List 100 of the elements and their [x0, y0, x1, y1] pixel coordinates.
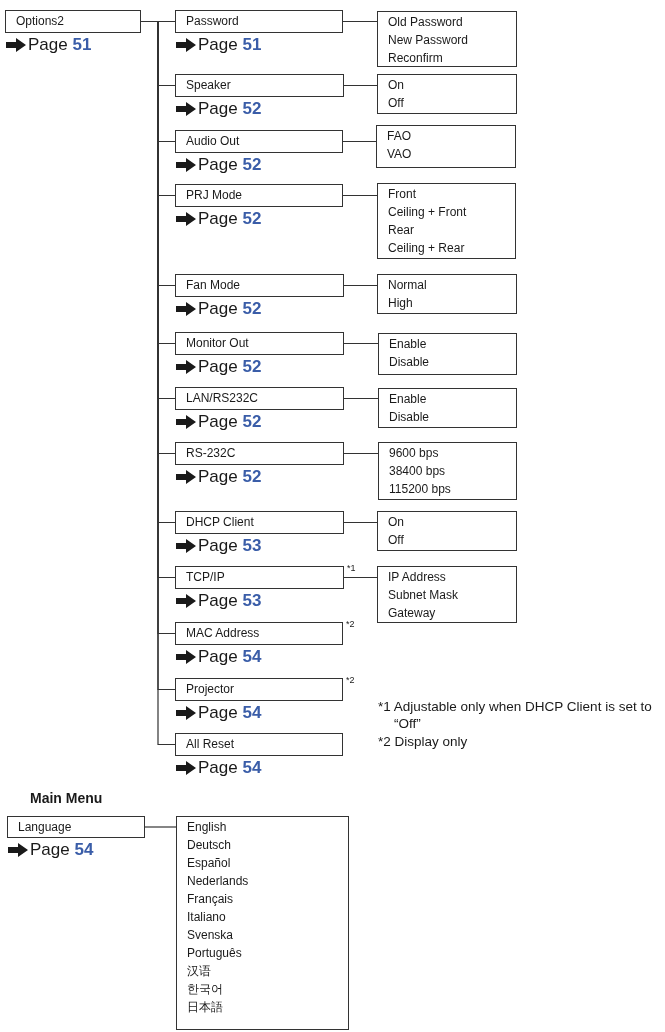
section-heading: Main Menu	[30, 790, 104, 807]
option-value: FAO	[387, 128, 411, 145]
footnote-mark: *2	[346, 675, 355, 685]
option-value: Reconfirm	[388, 50, 443, 67]
page-reference: Page 54	[198, 758, 262, 778]
options-list-box	[176, 816, 349, 1030]
menu-item-box	[175, 387, 344, 410]
menu-item-label: DHCP Client	[186, 515, 254, 529]
option-value: Italiano	[187, 909, 226, 926]
option-value: Disable	[389, 409, 430, 426]
menu-item-box	[175, 274, 344, 297]
page-reference: Page 52	[198, 357, 262, 377]
menu-item-label: Monitor Out	[186, 336, 249, 350]
menu-item-label: Password	[186, 14, 239, 28]
option-value: Off	[388, 95, 404, 112]
option-value: Rear	[388, 222, 414, 239]
menu-item-box	[5, 10, 141, 33]
page-reference: Page 53	[198, 536, 262, 556]
option-value: Deutsch	[187, 837, 232, 854]
option-value: Enable	[389, 336, 427, 353]
connector-line	[144, 826, 177, 828]
footnote: *2 Display only	[378, 733, 469, 750]
option-value: 115200 bps	[389, 481, 451, 498]
option-value: Front	[388, 186, 416, 203]
option-value: 38400 bps	[389, 463, 446, 480]
page-reference: Page 52	[198, 155, 262, 175]
footnote-mark: *1	[347, 563, 356, 573]
connector-line	[343, 284, 378, 287]
menu-item-box	[175, 74, 344, 97]
menu-item-box	[175, 678, 343, 701]
option-value: Off	[388, 532, 404, 549]
options-list-box	[377, 183, 516, 259]
option-value: On	[388, 77, 404, 94]
option-value: Ceiling + Rear	[388, 240, 465, 257]
menu-item-box	[175, 10, 343, 33]
menu-item-label: Options2	[16, 14, 65, 28]
menu-item-box	[175, 511, 344, 534]
connector-line	[343, 84, 378, 87]
options-list-box	[377, 11, 517, 67]
page-reference: Page 52	[198, 299, 262, 319]
menu-item-box	[175, 566, 344, 589]
option-value: 日本語	[187, 999, 223, 1016]
connector-line	[342, 140, 377, 143]
option-value: IP Address	[388, 569, 446, 586]
option-value: Español	[187, 855, 231, 872]
page-reference: Page 54	[198, 703, 262, 723]
footnote: *1 Adjustable only when DHCP Client is set to “Off”	[378, 698, 653, 732]
footnote-mark: *2	[346, 619, 355, 629]
menu-item-label: TCP/IP	[186, 570, 225, 584]
menu-item-label: MAC Address	[186, 626, 260, 640]
page-reference: Page 53	[198, 591, 262, 611]
menu-item-label: All Reset	[186, 737, 235, 751]
connector-line	[343, 342, 379, 345]
menu-item-label: Fan Mode	[186, 278, 241, 292]
option-value: New Password	[388, 32, 469, 49]
option-value: Enable	[389, 391, 427, 408]
connector-line	[343, 397, 379, 400]
options-list-box	[378, 442, 517, 500]
options-list-box	[377, 566, 517, 623]
menu-item-box	[7, 816, 145, 838]
option-value: Subnet Mask	[388, 587, 459, 604]
page-reference: Page 52	[198, 412, 262, 432]
page-reference: Page 52	[198, 209, 262, 229]
menu-item-label: LAN/RS232C	[186, 391, 259, 405]
option-value: Gateway	[388, 605, 436, 622]
connector-line	[343, 521, 378, 524]
connector-line	[342, 20, 378, 23]
option-value: Disable	[389, 354, 430, 371]
menu-item-label: Language	[18, 820, 72, 834]
option-value: On	[388, 514, 404, 531]
options-list-box	[377, 274, 517, 314]
menu-item-label: Audio Out	[186, 134, 240, 148]
option-value: Français	[187, 891, 233, 908]
page-reference: Page 51	[28, 35, 92, 55]
menu-item-label: RS-232C	[186, 446, 236, 460]
options-list-box	[378, 388, 517, 428]
option-value: English	[187, 819, 227, 836]
options-list-box	[377, 511, 517, 551]
option-value: Ceiling + Front	[388, 204, 467, 221]
option-value: Português	[187, 945, 242, 962]
menu-item-label: Speaker	[186, 78, 231, 92]
option-value: 한국어	[187, 981, 223, 998]
menu-item-box	[175, 130, 343, 153]
menu-item-box	[175, 184, 343, 207]
menu-item-label: PRJ Mode	[186, 188, 243, 202]
page-reference: Page 51	[198, 35, 262, 55]
options-list-box	[378, 333, 517, 375]
connector-line	[343, 576, 378, 579]
menu-item-box	[175, 733, 343, 756]
option-value: VAO	[387, 146, 412, 163]
options-list-box	[376, 125, 516, 168]
option-value: Svenska	[187, 927, 234, 944]
connector-line	[342, 194, 378, 197]
menu-item-box	[175, 332, 344, 355]
options-list-box	[377, 74, 517, 114]
option-value: Old Password	[388, 14, 463, 31]
menu-item-label: Projector	[186, 682, 235, 696]
menu-item-box	[175, 622, 343, 645]
page-reference: Page 52	[198, 99, 262, 119]
option-value: 9600 bps	[389, 445, 439, 462]
